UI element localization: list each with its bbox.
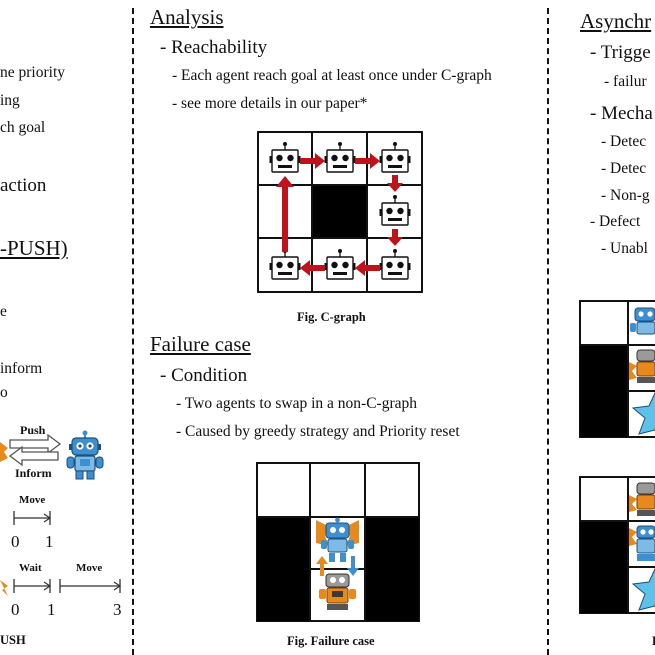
right-item-8: - Unabl <box>601 240 648 257</box>
arrow-icon <box>276 153 403 276</box>
tick-0-b: 0 <box>11 600 20 619</box>
push-inform-arrows <box>8 433 62 467</box>
star-icon <box>631 567 655 611</box>
condition-item-2: - Caused by greedy strategy and Priority… <box>176 423 460 440</box>
right-item-7: - Defect <box>590 213 641 230</box>
column-divider-right <box>547 8 549 655</box>
inform-label: Inform <box>15 466 52 480</box>
robot-icon <box>321 517 354 562</box>
right-item-5: - Detec <box>601 160 647 177</box>
inform-arrow-icon <box>8 445 59 467</box>
timeline-1 <box>13 511 52 525</box>
robot-icon <box>629 525 655 561</box>
fig-failure-caption: Fig. Failure case <box>287 634 375 648</box>
right-item-4: - Detec <box>601 133 647 150</box>
left-heading: -PUSH) <box>0 236 68 260</box>
timeline-2 <box>0 579 122 596</box>
left-line-1: ne priority <box>0 64 65 81</box>
blue-robot-icon <box>66 430 104 480</box>
swap-arrow-icon <box>316 556 359 576</box>
reachability-title: - Reachability <box>160 37 268 58</box>
robot-icon <box>319 573 356 610</box>
push-arrow-icon <box>9 433 62 455</box>
right-item-2: - failur <box>604 73 647 90</box>
left-line-6: inform <box>0 360 43 377</box>
right-figure-2 <box>579 476 655 614</box>
column-divider-left <box>132 8 134 655</box>
left-line-3: ch goal <box>0 119 46 136</box>
analysis-title: Analysis <box>150 5 224 29</box>
left-line-2: ing <box>0 92 20 109</box>
tick-3: 3 <box>113 600 122 619</box>
right-figure-1 <box>579 300 655 438</box>
right-caption: F <box>652 634 655 649</box>
right-item-1: - Trigge <box>590 42 651 63</box>
orange-robot-partial-icon <box>0 442 8 462</box>
robot-icon <box>629 482 655 516</box>
right-item-6: - Non-g <box>601 187 650 204</box>
robot-icon <box>629 349 655 383</box>
move-label-2: Move <box>76 562 103 574</box>
reach-item-2: - see more details in our paper* <box>172 95 368 112</box>
condition-title: - Condition <box>160 365 248 386</box>
tick-1: 1 <box>45 532 54 551</box>
left-line-5: e <box>0 303 7 320</box>
star-icon <box>631 391 655 435</box>
right-item-3: - Mecha <box>590 103 653 124</box>
left-line-4: action <box>0 175 47 196</box>
tick-1-b: 1 <box>47 600 56 619</box>
left-line-7: o <box>0 384 8 401</box>
wait-label: Wait <box>19 562 42 574</box>
failure-case-figure <box>256 462 420 622</box>
reach-item-1: - Each agent reach goal at least once un… <box>172 67 492 84</box>
condition-item-1: - Two agents to swap in a non-C-graph <box>176 395 417 412</box>
c-graph-figure <box>257 131 423 293</box>
move-label-1: Move <box>19 494 46 506</box>
failure-case-title: Failure case <box>150 332 251 356</box>
push-label: Push <box>20 423 46 437</box>
tick-0: 0 <box>11 532 20 551</box>
left-caption: USH <box>0 633 26 647</box>
async-title: Asynchr <box>580 9 652 33</box>
robot-icon <box>630 307 655 335</box>
fig-c-graph-caption: Fig. C-graph <box>297 310 366 324</box>
